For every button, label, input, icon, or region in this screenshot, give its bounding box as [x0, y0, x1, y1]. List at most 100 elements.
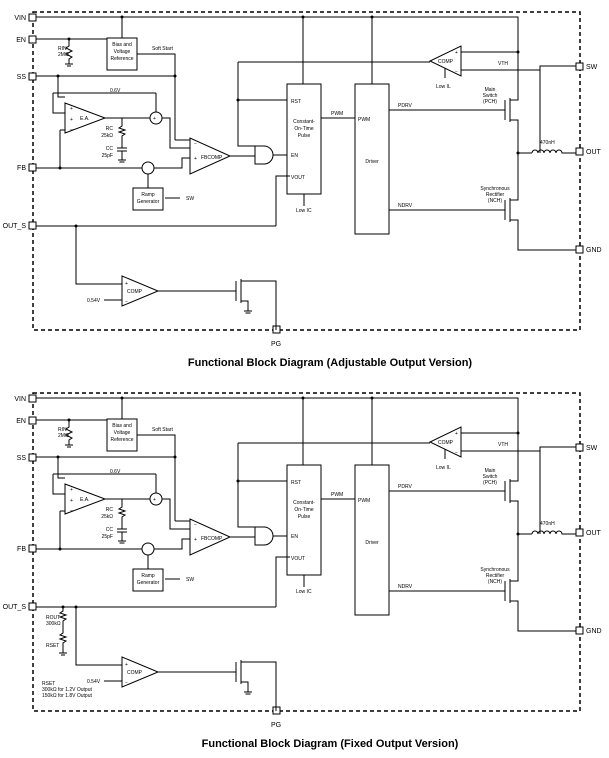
- svg-text:470nH: 470nH: [540, 521, 555, 527]
- svg-text:SS: SS: [17, 455, 27, 462]
- error-amplifier: [64, 483, 107, 515]
- svg-text:OUT: OUT: [586, 149, 602, 156]
- svg-text:−: −: [194, 141, 197, 147]
- svg-text:+: +: [70, 106, 73, 112]
- svg-text:−: −: [125, 680, 128, 686]
- svg-text:0.54V: 0.54V: [87, 679, 101, 685]
- svg-text:Driver: Driver: [365, 540, 379, 546]
- svg-text:VTH: VTH: [498, 61, 508, 67]
- svg-text:Reference: Reference: [110, 437, 133, 443]
- svg-text:E.A.: E.A.: [80, 116, 89, 122]
- svg-text:COMP: COMP: [438, 440, 454, 446]
- svg-text:COMP: COMP: [127, 670, 143, 676]
- svg-text:0.54V: 0.54V: [87, 298, 101, 304]
- pin-ss: SS: [17, 453, 37, 462]
- fbcomp-comparator: [189, 137, 232, 175]
- svg-text:RC: RC: [106, 507, 114, 513]
- svg-text:SW: SW: [186, 577, 194, 583]
- svg-text:On-Time: On-Time: [294, 126, 313, 132]
- svg-text:NDRV: NDRV: [398, 203, 413, 209]
- svg-text:EN: EN: [16, 418, 26, 425]
- svg-text:25pF: 25pF: [102, 534, 113, 540]
- svg-text:VIN: VIN: [14, 15, 26, 22]
- pin-vin: VIN: [14, 13, 37, 22]
- svg-text:EN: EN: [291, 153, 298, 159]
- svg-text:−: −: [70, 127, 73, 133]
- svg-text:(NCH): (NCH): [488, 198, 502, 204]
- svg-text:300kΩ: 300kΩ: [46, 621, 61, 627]
- svg-text:+: +: [70, 498, 73, 504]
- pin-en: EN: [16, 35, 37, 44]
- svg-text:PG: PG: [271, 341, 281, 348]
- pin-out-s: OUT_S: [3, 221, 37, 230]
- ramp-generator-block: [132, 568, 164, 592]
- svg-text:Main: Main: [485, 468, 496, 474]
- svg-text:Driver: Driver: [365, 159, 379, 165]
- svg-text:CC: CC: [106, 146, 114, 152]
- svg-text:RSET: RSET: [46, 643, 59, 649]
- svg-text:PWM: PWM: [331, 111, 343, 117]
- svg-text:150kΩ for 1.8V Output: 150kΩ for 1.8V Output: [42, 693, 92, 699]
- svg-text:Voltage: Voltage: [114, 430, 131, 436]
- svg-text:GND: GND: [586, 247, 602, 254]
- pg-comparator: [121, 656, 160, 688]
- svg-text:PWM: PWM: [331, 492, 343, 498]
- diagram-fixed: VIN EN SS FB OUT_S SW OUT GND: [3, 392, 602, 750]
- svg-text:NDRV: NDRV: [398, 584, 413, 590]
- ramp-summing-node: [141, 542, 155, 556]
- svg-text:Pulse: Pulse: [298, 133, 311, 139]
- svg-text:PDRV: PDRV: [398, 484, 412, 490]
- svg-text:470nH: 470nH: [540, 140, 555, 146]
- svg-text:Soft Start: Soft Start: [152, 46, 173, 52]
- svg-text:ROUT: ROUT: [46, 615, 60, 621]
- pin-out: OUT: [575, 147, 602, 156]
- svg-text:COMP: COMP: [127, 289, 143, 295]
- svg-text:−: −: [455, 69, 458, 75]
- svg-text:GND: GND: [586, 628, 602, 635]
- bias-reference-block: [106, 37, 138, 71]
- svg-text:RIN: RIN: [58, 427, 67, 433]
- svg-text:SW: SW: [586, 445, 598, 452]
- svg-text:+: +: [70, 487, 73, 493]
- svg-text:2MΩ: 2MΩ: [58, 433, 69, 439]
- svg-text:Low IC: Low IC: [296, 589, 312, 595]
- constant-on-time-block: [286, 464, 322, 576]
- svg-text:FB: FB: [17, 165, 26, 172]
- svg-text:Generator: Generator: [137, 199, 160, 205]
- rset-note-title: RSET: [42, 681, 55, 687]
- svg-text:+: +: [153, 497, 156, 503]
- driver-block: [354, 83, 390, 235]
- svg-text:Low IL: Low IL: [436, 465, 451, 471]
- svg-text:Ramp: Ramp: [141, 573, 155, 579]
- svg-text:Main: Main: [485, 87, 496, 93]
- pin-ss: SS: [17, 72, 37, 81]
- svg-text:COMP: COMP: [438, 59, 454, 65]
- svg-text:Synchronous: Synchronous: [480, 567, 510, 573]
- pin-vin: VIN: [14, 394, 37, 403]
- svg-text:PWM: PWM: [358, 498, 370, 504]
- pin-out-s: OUT_S: [3, 602, 37, 611]
- svg-text:RST: RST: [291, 480, 301, 486]
- svg-text:EN: EN: [16, 37, 26, 44]
- svg-text:−: −: [70, 508, 73, 514]
- svg-text:On-Time: On-Time: [294, 507, 313, 513]
- svg-text:Synchronous: Synchronous: [480, 186, 510, 192]
- svg-text:Bias and: Bias and: [112, 423, 132, 429]
- svg-text:FB: FB: [17, 546, 26, 553]
- pin-gnd: GND: [575, 626, 602, 635]
- svg-text:RST: RST: [291, 99, 301, 105]
- svg-text:VTH: VTH: [498, 442, 508, 448]
- pin-sw: SW: [575, 443, 598, 452]
- pin-en: EN: [16, 416, 37, 425]
- svg-text:Generator: Generator: [137, 580, 160, 586]
- svg-text:+: +: [194, 537, 197, 543]
- svg-text:VOUT: VOUT: [291, 175, 305, 181]
- svg-text:Constant-: Constant-: [293, 500, 315, 506]
- svg-text:−: −: [455, 450, 458, 456]
- svg-text:FBCOMP: FBCOMP: [201, 155, 223, 161]
- svg-text:Rectifier: Rectifier: [486, 192, 505, 198]
- svg-text:Ramp: Ramp: [141, 192, 155, 198]
- driver-block: [354, 464, 390, 616]
- svg-text:+: +: [125, 281, 128, 287]
- pg-comparator: [121, 275, 160, 307]
